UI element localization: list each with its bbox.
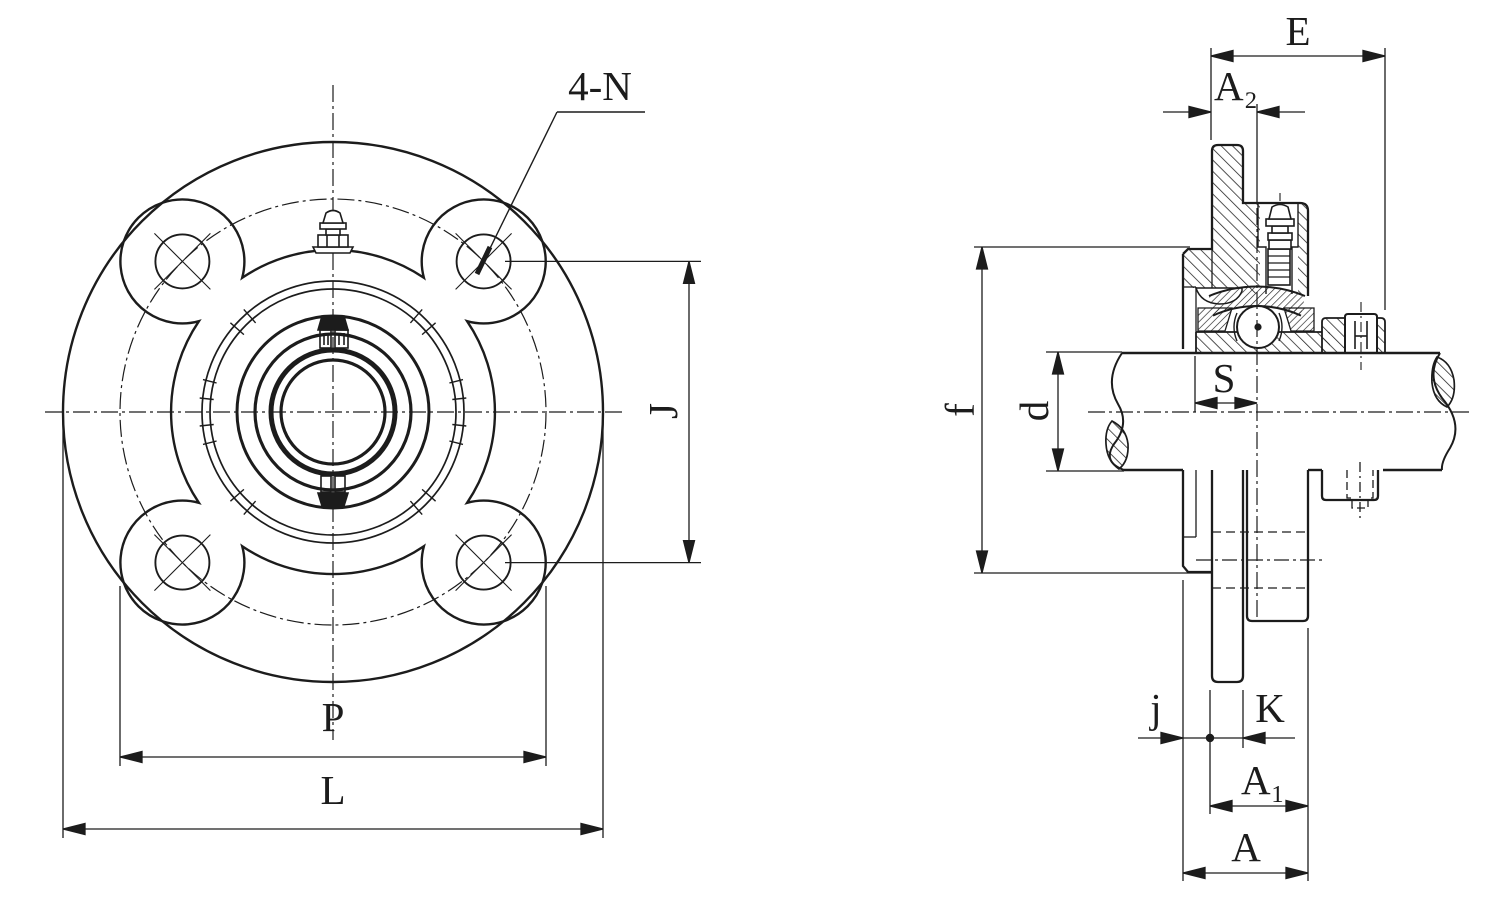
- flange-outer-circle: [61, 140, 605, 684]
- dim-A2: [1163, 104, 1305, 203]
- setscrew-boss-top: [316, 315, 350, 349]
- cartridge-notch-ticks: [199, 308, 467, 516]
- dim-E: [1210, 48, 1386, 310]
- bolt-circle-centerline: [119, 198, 547, 626]
- bearing-ball: [1233, 305, 1283, 349]
- dim-d: [1046, 351, 1124, 472]
- casting-outline: [1181, 143, 1310, 349]
- dim-S: [1194, 356, 1258, 412]
- dim-d-label: d: [1011, 401, 1057, 422]
- dim-A-label: A: [1231, 824, 1261, 870]
- grease-fitting-side: [1257, 193, 1299, 294]
- shaft: [1105, 351, 1457, 472]
- dim-J: [505, 260, 701, 564]
- front-center-lines: [45, 85, 622, 740]
- dim-S-label: S: [1213, 355, 1236, 401]
- dim-E-label: E: [1285, 8, 1310, 54]
- dim-A2-label: A₂: [1214, 63, 1258, 109]
- dim-jK: [1138, 580, 1295, 881]
- dim-L: [62, 420, 604, 838]
- dim-P-label: P: [322, 694, 345, 740]
- shaft-break-lens-left: [1105, 419, 1129, 471]
- lower-outline: [1181, 470, 1380, 684]
- bore-edges: [1183, 286, 1197, 538]
- lobed-contour: [119, 198, 547, 626]
- shaft-break-lens-right: [1431, 355, 1456, 409]
- hidden-lines-lower: [1196, 462, 1374, 589]
- seal-wedges: [1197, 307, 1315, 332]
- grease-fitting-front: [311, 209, 355, 254]
- bearing-circles: [201, 280, 465, 544]
- front-view: [45, 85, 622, 740]
- dim-P: [119, 586, 547, 766]
- dim-A1: [1209, 628, 1309, 881]
- dim-A1-label: A₁: [1241, 757, 1285, 803]
- dim-J-label: J: [640, 403, 686, 419]
- dim-j-label: j: [1148, 685, 1161, 731]
- dim-f-label: f: [937, 403, 983, 417]
- setscrew-collar-upper: [1321, 302, 1386, 370]
- callout-4N: [474, 111, 645, 276]
- dim-A: [1182, 866, 1309, 880]
- setscrew-boss-bottom: [316, 475, 350, 507]
- side-center-lines: [1088, 208, 1470, 620]
- dim-f: [974, 246, 1212, 574]
- callout-4N-label: 4-N: [568, 63, 632, 109]
- casting-section-hatch: [1183, 145, 1308, 294]
- dimensions: J P L 4-N: [62, 8, 1386, 881]
- side-view: [1088, 143, 1470, 684]
- dim-K-label: K: [1255, 685, 1285, 731]
- dim-L-label: L: [320, 767, 345, 813]
